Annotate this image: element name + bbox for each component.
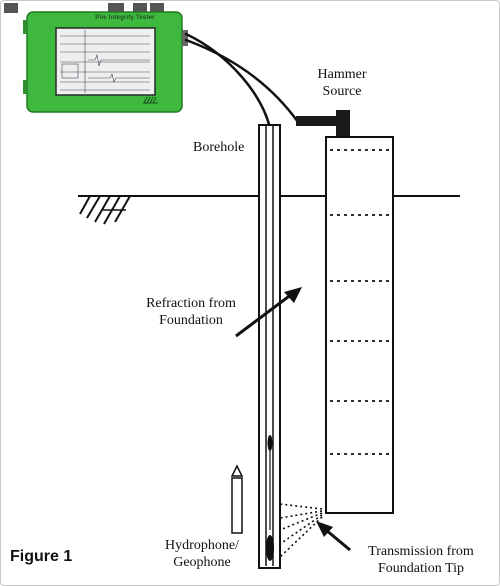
signal-cables <box>184 32 300 130</box>
refraction-label-line1: Refraction from <box>146 296 236 311</box>
hammer-label-line1: Hammer <box>317 67 367 82</box>
device-logo-icon <box>143 96 158 104</box>
refraction-label-line2: Foundation <box>159 313 223 328</box>
transmission-label-line1: Transmission from <box>368 544 474 559</box>
hydrophone-label-line2: Geophone <box>173 555 231 570</box>
foundation-shaft <box>325 136 394 514</box>
hydrophone-label: Hydrophone/ Geophone <box>156 537 248 571</box>
borehole <box>258 124 281 569</box>
hammer-source-label: Hammer Source <box>306 66 378 100</box>
pile-integrity-tester <box>4 3 188 113</box>
hydrophone-label-line1: Hydrophone/ <box>165 538 239 553</box>
screen-traces <box>60 30 150 93</box>
transmission-rays <box>279 503 323 558</box>
transmission-label-line2: Foundation Tip <box>378 561 464 576</box>
device-screen <box>55 27 156 96</box>
hydrophone-probe <box>266 435 274 561</box>
refraction-arrow <box>235 287 302 338</box>
borehole-label: Borehole <box>193 140 245 155</box>
hammer-label-line2: Source <box>322 84 362 99</box>
transmission-label: Transmission from Foundation Tip <box>354 543 488 577</box>
transmission-arrow <box>316 521 351 552</box>
hammer-source <box>296 110 350 138</box>
device-title: Pile Integrity Tester <box>95 15 155 21</box>
refraction-label: Refraction from Foundation <box>135 295 247 329</box>
depth-indicator-icon <box>230 464 244 534</box>
figure-caption: Figure 1 <box>10 548 73 565</box>
